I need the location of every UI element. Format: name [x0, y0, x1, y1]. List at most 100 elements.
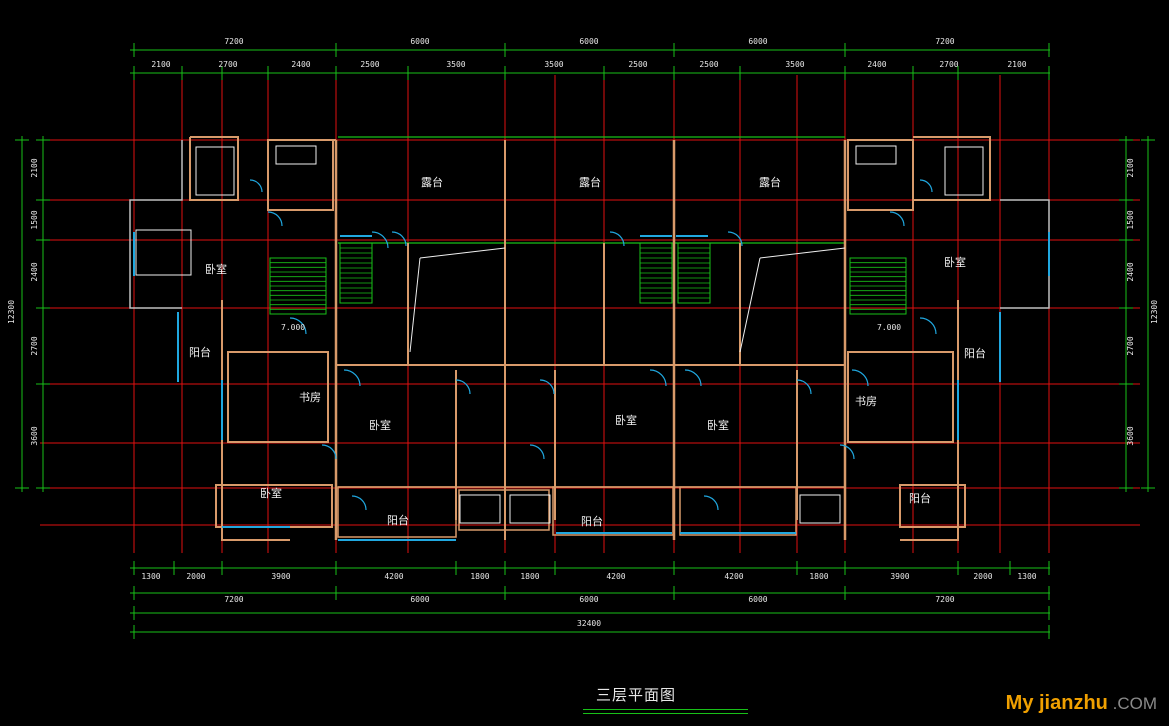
- door-swing: [796, 379, 812, 395]
- door-swing: [919, 317, 937, 335]
- level-mark: 7.000: [877, 323, 901, 332]
- room-label-bedroom: 卧室: [707, 418, 729, 432]
- dim-text: 2000: [186, 572, 205, 581]
- bathtub-area: [458, 489, 550, 531]
- door-swing: [684, 369, 702, 387]
- dim-text: 2000: [973, 572, 992, 581]
- room-labels: 露台 露台 露台 卧室 卧室 阳台 阳台 书房 书房 卧室 卧室 卧室 卧室 阳…: [189, 175, 986, 528]
- dim-text: 3900: [271, 572, 290, 581]
- cabinet: [944, 146, 984, 196]
- bathtub: [509, 494, 551, 524]
- roof-slope: [739, 257, 761, 353]
- dim-text: 4200: [384, 572, 403, 581]
- door-swing: [321, 444, 337, 460]
- dimension-lines: [15, 43, 1155, 639]
- door-swing: [539, 379, 555, 395]
- bathroom-wall: [267, 139, 334, 211]
- door-swing: [343, 369, 361, 387]
- dim-text: 2400: [30, 262, 39, 281]
- left-dimension-column: 2100 1500 2400 2700 3600 12300: [7, 158, 39, 445]
- room-label-bedroom: 卧室: [944, 255, 966, 269]
- door-swing: [649, 369, 667, 387]
- level-mark: 7.000: [281, 323, 305, 332]
- bottom-dimension-row-1: 1300 2000 3900 4200 1800 1800 4200 4200 …: [141, 572, 1036, 581]
- level-marks: 7.000 7.000: [281, 323, 901, 332]
- dim-text: 2400: [867, 60, 886, 69]
- dim-text: 2500: [360, 60, 379, 69]
- dim-text: 2100: [1007, 60, 1026, 69]
- dim-text: 3500: [446, 60, 465, 69]
- dim-total-text: 32400: [577, 619, 601, 628]
- door-swing: [609, 231, 625, 247]
- dim-text: 6000: [748, 37, 767, 46]
- room-label-study: 书房: [299, 391, 321, 404]
- wall: [129, 140, 183, 309]
- dim-text: 6000: [579, 595, 598, 604]
- dim-text: 2100: [1126, 158, 1135, 177]
- dim-text: 2700: [218, 60, 237, 69]
- watermark-main: My jianzhu: [1005, 692, 1108, 714]
- dim-text: 3500: [544, 60, 563, 69]
- dim-total-text: 12300: [1150, 300, 1159, 324]
- dim-text: 1500: [1126, 210, 1135, 229]
- bathtub: [799, 494, 841, 524]
- roof-slope: [419, 247, 506, 259]
- fixtures: [133, 145, 1050, 541]
- dim-text: 2700: [1126, 336, 1135, 355]
- dim-text: 2700: [939, 60, 958, 69]
- room-label-balcony: 阳台: [909, 491, 931, 505]
- cabinet: [195, 146, 235, 196]
- dim-text: 2400: [1126, 262, 1135, 281]
- dim-total-text: 12300: [7, 300, 16, 324]
- room-label-terrace: 露台: [579, 175, 601, 189]
- balcony-wall: [899, 484, 966, 528]
- room-label-bedroom: 卧室: [369, 418, 391, 432]
- room-label-balcony: 卧室: [260, 486, 282, 500]
- door-swing: [839, 444, 855, 460]
- dim-text: 3600: [1126, 426, 1135, 445]
- wall: [221, 300, 290, 541]
- cabinet: [135, 229, 192, 276]
- dim-text: 4200: [724, 572, 743, 581]
- door-swing: [455, 379, 471, 395]
- door-swing: [703, 495, 719, 511]
- dim-text: 1800: [520, 572, 539, 581]
- bathtub: [459, 494, 501, 524]
- bathtub: [855, 145, 897, 165]
- drawing-title: 三层平面图: [596, 686, 677, 704]
- right-dimension-column: 2100 1500 2400 2700 3600 12300: [1126, 158, 1159, 445]
- door-swing: [919, 179, 933, 193]
- balcony-wall: [337, 486, 457, 538]
- dim-text: 7200: [935, 37, 954, 46]
- dim-text: 7200: [224, 37, 243, 46]
- door-swing: [371, 231, 389, 249]
- room-label-bedroom: 卧室: [205, 262, 227, 276]
- roof-slope: [759, 247, 846, 259]
- door-swing: [889, 211, 905, 227]
- dim-text: 7200: [224, 595, 243, 604]
- dim-text: 3900: [890, 572, 909, 581]
- room-label-bedroom: 卧室: [615, 413, 637, 427]
- dim-text: 7200: [935, 595, 954, 604]
- top-dimension-row-2: 2100 2700 2400 2500 3500 3500 2500 2500 …: [151, 60, 1026, 69]
- dim-text: 1800: [470, 572, 489, 581]
- balcony-wall: [552, 486, 674, 536]
- door-swing: [529, 444, 545, 460]
- dim-text: 1300: [1017, 572, 1036, 581]
- dim-text: 1300: [141, 572, 160, 581]
- room-label-balcony: 阳台: [581, 514, 603, 528]
- door-swing: [289, 317, 307, 335]
- bathroom-wall: [847, 139, 914, 211]
- watermark-suffix: .COM: [1107, 694, 1157, 713]
- wall: [1000, 199, 1050, 309]
- door-swing: [851, 369, 869, 387]
- door-swing: [249, 179, 263, 193]
- wall: [913, 136, 991, 201]
- door-swing: [727, 231, 743, 247]
- door-swing: [351, 495, 367, 511]
- top-dimension-row-1: 7200 6000 6000 6000 7200: [224, 37, 954, 46]
- dim-text: 3500: [785, 60, 804, 69]
- wall-outlines: [129, 136, 1050, 541]
- dim-text: 4200: [606, 572, 625, 581]
